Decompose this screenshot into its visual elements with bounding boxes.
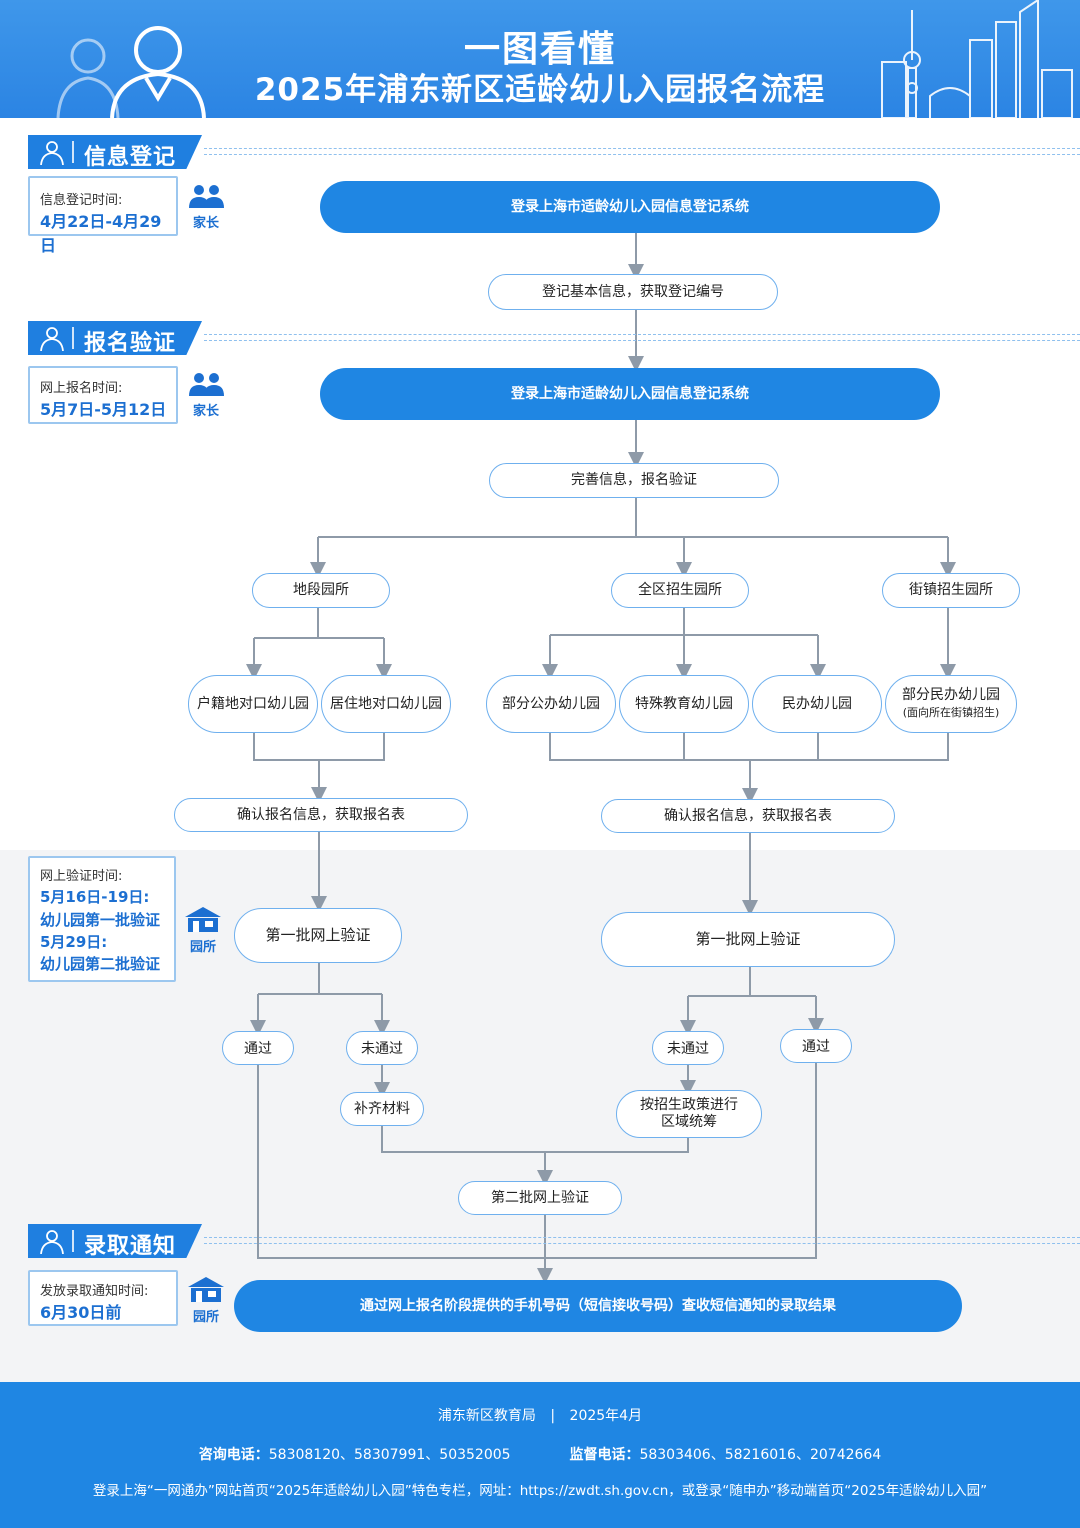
whole-district-kindergarten-category: 全区招生园所	[611, 573, 749, 608]
footer-phone-line: 咨询电话：58308120、58307991、50352005 监督电话：583…	[0, 1444, 1080, 1464]
pass-left: 通过	[222, 1031, 294, 1065]
verify-time-label: 网上验证时间:	[40, 869, 123, 884]
verify-time-line: 幼儿园第一批验证	[40, 911, 161, 929]
role-label: 园所	[192, 1310, 219, 1325]
complete-info-step: 完善信息，报名验证	[489, 463, 779, 498]
signup-time-box: 网上报名时间: 5月7日-5月12日	[28, 366, 178, 424]
section-tag-admission: 录取通知	[28, 1224, 202, 1259]
private-partial-note: (面向所在街镇招生)	[902, 706, 1000, 719]
role-label: 家长	[192, 216, 219, 231]
section-tag-signup: 报名验证	[28, 321, 202, 356]
section-tag-label: 录取通知	[84, 1234, 177, 1259]
public-kindergarten: 部分公办幼儿园	[486, 675, 616, 733]
footer-web: 登录上海“一网通办”网站首页“2025年适龄幼儿入园”特色专栏，网址：https…	[92, 1483, 988, 1499]
section-tag-register: 信息登记	[28, 135, 202, 170]
login-system-step-2: 登录上海市适龄幼儿入园信息登记系统	[320, 368, 940, 420]
admission-time-label: 发放录取通知时间:	[40, 1284, 149, 1299]
role-label: 园所	[189, 940, 216, 955]
parents-icon	[189, 185, 224, 208]
policy-line: 区域统筹	[661, 1114, 717, 1130]
header-title-line1: 一图看懂	[463, 29, 616, 70]
private-partial-kindergarten: 部分民办幼儿园 (面向所在街镇招生)	[885, 675, 1017, 733]
pass-right: 通过	[780, 1029, 852, 1063]
parents-icon	[189, 373, 224, 396]
fail-left: 未通过	[346, 1031, 418, 1065]
confirm-info-right: 确认报名信息，获取报名表	[601, 799, 895, 833]
verify-time-line: 5月29日:	[40, 933, 108, 951]
policy-coordination: 按招生政策进行 区域统筹	[616, 1090, 762, 1138]
supervise-phones: 58303406、58216016、20742664	[639, 1447, 882, 1463]
skyline-illustration	[881, 0, 1073, 118]
supplement-materials: 补齐材料	[340, 1092, 424, 1126]
footer-date: 2025年4月	[569, 1408, 643, 1424]
supervise-label: 监督电话：	[569, 1447, 640, 1463]
kindergarten-icon	[188, 1277, 224, 1302]
parent-illustration	[56, 26, 206, 118]
verify-time-box: 网上验证时间: 5月16日-19日: 幼儿园第一批验证 5月29日: 幼儿园第二…	[28, 856, 176, 982]
admission-time-box: 发放录取通知时间: 6月30日前	[28, 1270, 178, 1326]
basic-info-step: 登记基本信息，获取登记编号	[488, 274, 778, 310]
kindergarten-icon	[185, 907, 221, 932]
consult-phones: 58308120、58307991、50352005	[268, 1447, 511, 1463]
role-parent-signup: 家长	[184, 372, 228, 419]
role-kindergarten-admission: 园所	[184, 1276, 228, 1325]
section-divider	[204, 334, 1080, 341]
section-tag-label: 信息登记	[84, 145, 177, 170]
login-system-step-1: 登录上海市适龄幼儿入园信息登记系统	[320, 181, 940, 233]
special-education-kindergarten: 特殊教育幼儿园	[619, 675, 749, 733]
section-tag-label: 报名验证	[84, 331, 177, 356]
person-icon	[40, 327, 64, 351]
register-time-label: 信息登记时间:	[40, 193, 123, 208]
header-banner: 一图看懂 2025年浦东新区适龄幼儿入园报名流程	[0, 0, 1080, 118]
private-partial-label: 部分民办幼儿园	[902, 687, 1000, 703]
signup-time-label: 网上报名时间:	[40, 381, 123, 396]
person-icon	[40, 141, 64, 165]
signup-time-value: 5月7日-5月12日	[40, 400, 167, 419]
town-kindergarten-category: 街镇招生园所	[882, 573, 1020, 608]
first-verification-right: 第一批网上验证	[601, 912, 895, 967]
footer-divider: |	[550, 1408, 556, 1424]
hukou-kindergarten: 户籍地对口幼儿园	[188, 675, 318, 733]
header-title-line2: 2025年浦东新区适龄幼儿入园报名流程	[254, 72, 826, 108]
role-parent-register: 家长	[184, 184, 228, 231]
private-kindergarten: 民办幼儿园	[752, 675, 882, 733]
district-kindergarten-category: 地段园所	[252, 573, 390, 608]
admission-time-value: 6月30日前	[40, 1303, 122, 1322]
register-time-value: 4月22日-4月29日	[40, 212, 162, 255]
verify-time-line: 幼儿园第二批验证	[40, 955, 161, 973]
verify-time-line: 5月16日-19日:	[40, 888, 150, 906]
consult-label: 咨询电话：	[198, 1447, 269, 1463]
footer-org: 浦东新区教育局	[437, 1408, 536, 1424]
second-verification: 第二批网上验证	[458, 1181, 622, 1215]
policy-line: 按招生政策进行	[640, 1097, 738, 1113]
fail-right: 未通过	[652, 1031, 724, 1065]
flow-connectors	[246, 233, 956, 1284]
section-divider	[204, 1237, 1080, 1244]
confirm-info-left: 确认报名信息，获取报名表	[174, 798, 468, 832]
register-time-box: 信息登记时间: 4月22日-4月29日	[28, 176, 178, 255]
footer-org-line: 浦东新区教育局 | 2025年4月	[0, 1405, 1080, 1425]
residence-kindergarten: 居住地对口幼儿园	[321, 675, 451, 733]
first-verification-left: 第一批网上验证	[234, 908, 402, 963]
footer: 浦东新区教育局 | 2025年4月 咨询电话：58308120、58307991…	[0, 1382, 1080, 1528]
person-icon	[40, 1230, 64, 1254]
admission-result-step: 通过网上报名阶段提供的手机号码（短信接收号码）查收短信通知的录取结果	[234, 1280, 962, 1332]
role-kindergarten-verify: 园所	[181, 906, 225, 955]
role-label: 家长	[192, 404, 219, 419]
section-divider	[204, 148, 1080, 155]
